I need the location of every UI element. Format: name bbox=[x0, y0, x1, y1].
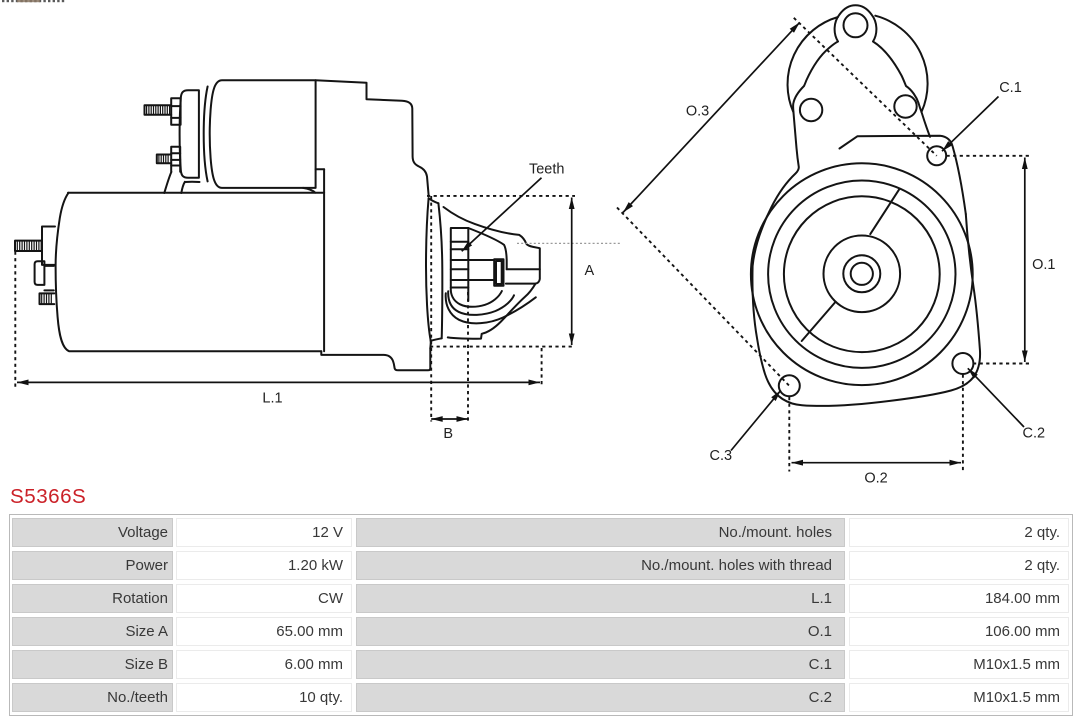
svg-text:C.2: C.2 bbox=[1023, 426, 1046, 442]
svg-text:B: B bbox=[443, 426, 453, 442]
svg-text:O.3: O.3 bbox=[686, 104, 709, 120]
svg-text:C.1: C.1 bbox=[999, 80, 1022, 96]
svg-text:A: A bbox=[584, 263, 594, 279]
svg-text:O.1: O.1 bbox=[1032, 257, 1055, 273]
svg-text:O.2: O.2 bbox=[864, 471, 887, 487]
svg-text:C.3: C.3 bbox=[710, 448, 733, 464]
svg-text:Teeth: Teeth bbox=[529, 162, 564, 178]
svg-text:L.1: L.1 bbox=[262, 391, 282, 407]
